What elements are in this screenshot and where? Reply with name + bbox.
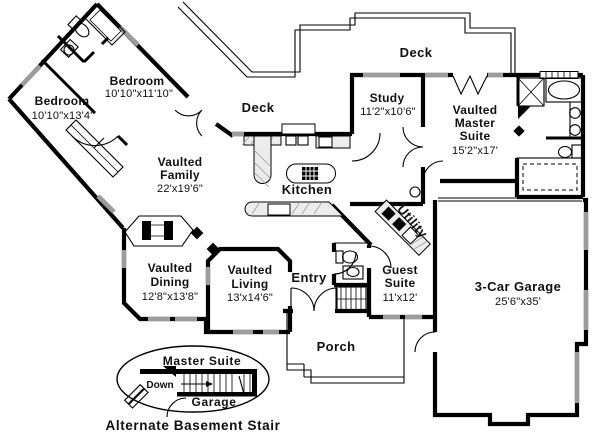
wing-bath-fixtures [59,4,126,58]
dims-guest: 11'x12' [383,292,418,304]
inset-label-garage: Garage [192,395,237,409]
label-living-1: Vaulted [228,263,273,277]
living-corner-post [206,242,220,256]
label-living-2: Living [231,277,268,291]
label-bedroom-upper: Bedroom [110,74,165,88]
entry-stairs [335,286,367,312]
dims-living: 13'x14'6" [227,292,273,304]
dims-family: 22'x19'6" [157,183,203,195]
room-labels: Bedroom 10'10"x11'10" Bedroom 10'10"x13'… [32,45,561,354]
label-entry: Entry [291,270,327,285]
kitchen-fixtures [241,123,351,217]
label-kitchen: Kitchen [282,182,332,197]
porch-outline [286,311,405,384]
label-guest-1: Guest [382,263,418,277]
label-deck-top: Deck [400,45,433,60]
label-family-2: Family [160,168,200,182]
label-master-1: Vaulted [453,103,498,117]
master-bath-fixtures [513,77,584,197]
dims-dining: 12'8"x13'8" [142,291,198,303]
label-bedroom-lower: Bedroom [35,94,90,108]
label-dining-1: Vaulted [148,261,193,275]
inset-caption: Alternate Basement Stair [106,418,281,433]
dims-master: 15'2"x17' [452,145,498,157]
fireplace [124,215,204,247]
inset-labels: Master Suite Down Garage Alternate Basem… [106,354,281,433]
deck-railing [177,1,516,78]
label-porch: Porch [317,339,356,354]
label-study: Study [370,91,405,105]
dims-bedroom-upper: 10'10"x11'10" [105,88,173,100]
inset-basement-stair [116,345,270,418]
dims-garage: 25'6"x35' [495,296,541,308]
inset-label-master-suite: Master Suite [163,354,242,368]
label-master-2: Master [455,116,496,130]
label-master-3: Suite [460,129,491,143]
label-deck-left: Deck [242,100,275,115]
dims-study: 11'2"x10'6" [360,106,416,118]
utility-appliances [374,186,431,256]
label-family-1: Vaulted [158,155,203,169]
entry-bath-fixtures [335,250,364,280]
closet-wardrobes [65,119,124,178]
dims-bedroom-lower: 10'10"x13'4" [32,110,95,122]
label-garage: 3-Car Garage [475,279,561,294]
label-guest-2: Suite [385,276,416,290]
inset-label-down: Down [146,380,173,391]
label-dining-2: Dining [150,275,189,289]
